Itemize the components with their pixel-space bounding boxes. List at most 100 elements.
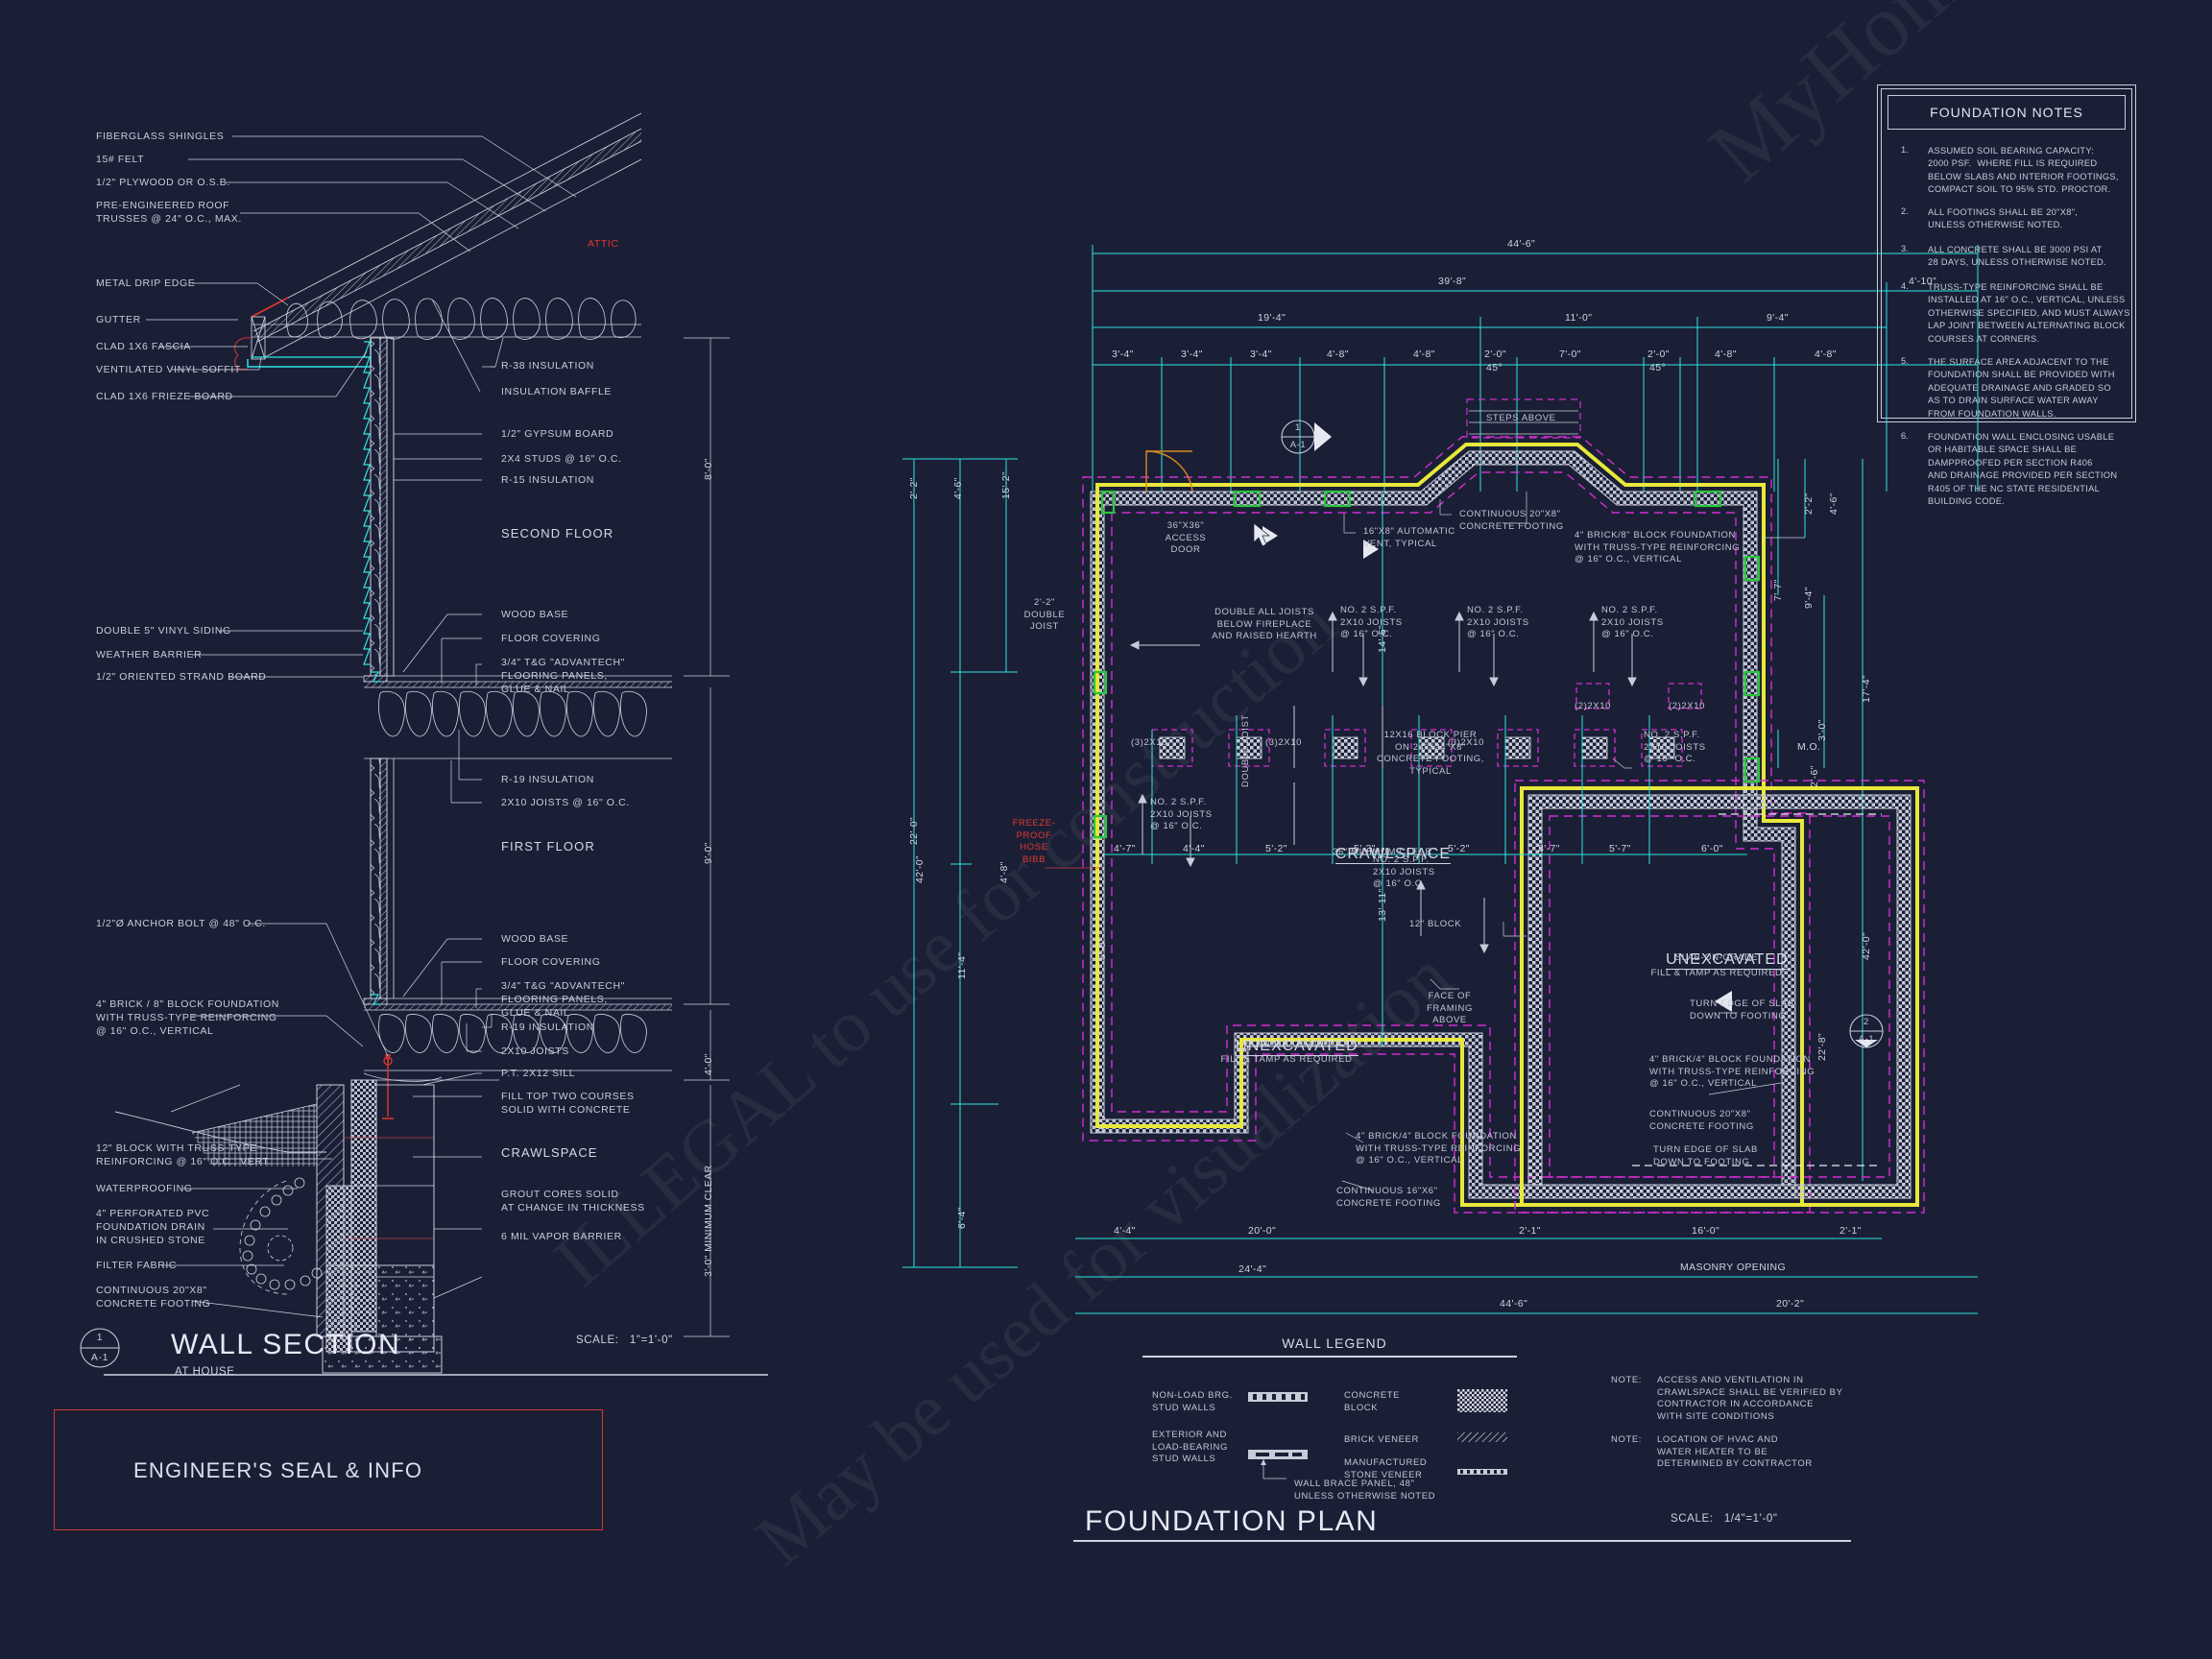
label-pt-sill: P.T. 2X12 SILL (501, 1068, 576, 1079)
dim-top-194: 19'-4" (1258, 312, 1286, 324)
dim-bot-244: 24'-4" (1238, 1263, 1267, 1275)
dim-top-410: 4'-10" (1909, 276, 1937, 287)
annot-brick-block-foundation: 4" BRICK/8" BLOCK FOUNDATION WITH TRUSS-… (1575, 530, 1741, 565)
label-vinyl-soffit: VENTILATED VINYL SOFFIT (96, 364, 241, 375)
engineers-seal-box[interactable]: ENGINEER'S SEAL & INFO (54, 1409, 603, 1530)
label-masonry-opening: MASONRY OPENING (1680, 1262, 1787, 1273)
annot-double-joists-fireplace: DOUBLE ALL JOISTS BELOW FIREPLACE AND RA… (1212, 607, 1317, 642)
dim-int-60-v: 6'-0" (1096, 938, 1108, 960)
dim-top-48-b: 4'-8" (1413, 349, 1435, 360)
room-crawlspace-sub: 36" MINIMUM CLEAR (1333, 847, 1432, 857)
label-brick-block-foundation: 4" BRICK / 8" BLOCK FOUNDATION WITH TRUS… (96, 998, 279, 1037)
dim-bot-202: 20'-2" (1776, 1298, 1805, 1310)
annot-3-2x10-c: (3)2X10 (1448, 737, 1484, 748)
dim-right-77: 7'-7" (1772, 579, 1784, 601)
note-num-5: 5. (1901, 356, 1909, 366)
annot-continuous-20x8-footing-r: CONTINUOUS 20"X8" CONCRETE FOOTING (1649, 1109, 1754, 1132)
foundation-plan-scale: SCALE: 1/4"=1'-0" (1671, 1513, 1778, 1525)
legend-swatch-load-bearing-stud (1248, 1450, 1308, 1479)
label-2x4-studs: 2X4 STUDS @ 16" O.C. (501, 453, 622, 465)
plan-section-mark-2-sheet: A-1 (1858, 1034, 1875, 1045)
annot-automatic-vent: 16"X8" AUTOMATIC VENT, TYPICAL (1363, 526, 1455, 549)
label-anchor-bolt: 1/2"Ø ANCHOR BOLT @ 48" O.C. (96, 918, 266, 929)
dim-left-22: 2'-2" (908, 477, 920, 499)
dim-bot-21-b: 2'-1" (1839, 1225, 1862, 1237)
label-r19-insulation-2: R-19 INSULATION (501, 774, 594, 785)
label-12-block-truss: 12" BLOCK WITH TRUSS-TYPE REINFORCING @ … (96, 1142, 272, 1167)
legend-swatch-non-load-stud (1248, 1392, 1308, 1402)
room-crawlspace-name: CRAWLSPACE (1334, 846, 1452, 865)
dim-left-152: 15'-2" (1000, 470, 1012, 499)
dim-top-34-a: 3'-4" (1112, 349, 1134, 360)
legend-swatch-brick-veneer (1457, 1432, 1507, 1442)
label-fill-top-courses: FILL TOP TWO COURSES SOLID WITH CONCRETE (501, 1091, 635, 1116)
label-continuous-footing: CONTINUOUS 20"X8" CONCRETE FOOTING (96, 1285, 211, 1310)
label-insulation-baffle: INSULATION BAFFLE (501, 386, 613, 397)
note-num-4: 4. (1901, 281, 1909, 291)
label-floor-covering-2: FLOOR COVERING (501, 633, 601, 644)
annot-hose-bibb: FREEZE- PROOF HOSE BIBB (1012, 818, 1056, 865)
dim-top-34-b: 3'-4" (1181, 349, 1203, 360)
note-text-5: THE SURFACE AREA ADJACENT TO THE FOUNDAT… (1928, 357, 2115, 419)
label-floor-covering-1: FLOOR COVERING (501, 956, 601, 968)
label-2x10-joists-16oc: 2X10 JOISTS @ 16" O.C. (501, 797, 630, 808)
dim-right-94: 9'-4" (1803, 587, 1815, 609)
dim-int-57: 5'-7" (1609, 843, 1631, 854)
dim-masonry-opening-mo: M.O. (1797, 741, 1821, 753)
plan-section-mark-1-num: 1 (1295, 422, 1301, 433)
room-label-crawlspace: CRAWLSPACE (1286, 824, 1479, 884)
label-second-floor: SECOND FLOOR (501, 526, 614, 541)
annot-brick-4block-foundation: 4" BRICK/4" BLOCK FOUNDATION WITH TRUSS-… (1649, 1054, 1815, 1090)
dim-top-48-d: 4'-8" (1815, 349, 1837, 360)
dim-top-20-b: 2'-0" (1647, 349, 1670, 360)
label-2x10-joists: 2X10 JOISTS (501, 1046, 569, 1057)
annot-turn-edge-slab-a: TURN EDGE OF SLAB DOWN TO FOOTING (1690, 998, 1794, 1022)
note-num-3: 3. (1901, 244, 1909, 253)
label-r38-insulation: R-38 INSULATION (501, 360, 594, 372)
dim-right-30: 3'-0" (1816, 719, 1828, 741)
annot-continuous-16x6-footing: CONTINUOUS 16"X6" CONCRETE FOOTING (1336, 1186, 1441, 1209)
dim-top-398: 39'-8" (1438, 276, 1467, 287)
dim-top-48-a: 4'-8" (1327, 349, 1349, 360)
dim-left-220: 22'-0" (908, 816, 920, 845)
label-vinyl-siding: DOUBLE 5" VINYL SIDING (96, 625, 231, 637)
label-grout-cores: GROUT CORES SOLID AT CHANGE IN THICKNESS (501, 1189, 645, 1214)
dim-angle-45-a: 45° (1486, 362, 1503, 373)
dim-int-44: 4'-4" (1183, 843, 1205, 854)
annot-joists-6: NO. 2 S.P.F. 2X10 JOISTS @ 16" O.C. (1644, 730, 1706, 765)
wall-legend-rule (1142, 1356, 1517, 1358)
dim-left-46: 4'-6" (952, 477, 964, 499)
wall-legend-title: WALL LEGEND (1282, 1335, 1387, 1351)
dim-right-46: 4'-6" (1828, 493, 1839, 515)
dim-top-20-a: 2'-0" (1484, 349, 1506, 360)
dim-bot-44: 4'-4" (1114, 1225, 1136, 1237)
annot-joists-5: NO. 2 S.P.F. 2X10 JOISTS @ 16" O.C. (1373, 854, 1435, 890)
note-text-6: FOUNDATION WALL ENCLOSING USABLE OR HABI… (1928, 432, 2118, 507)
dim-bot-446: 44'-6" (1500, 1298, 1528, 1310)
room-label-unexcavated-right: UNEXCAVATED (1611, 929, 1822, 990)
plan-section-mark-2-num: 2 (1863, 1017, 1869, 1027)
label-osb-sheathing: 1/2" ORIENTED STRAND BOARD (96, 671, 267, 683)
dim-bot-21-a: 2'-1" (1519, 1225, 1541, 1237)
dim-int-52-b: 5'-2" (1448, 843, 1470, 854)
dim-bot-200: 20'-0" (1248, 1225, 1277, 1237)
plan-note-1-prefix: NOTE: (1611, 1375, 1643, 1385)
label-pvc-foundation-drain: 4" PERFORATED PVC FOUNDATION DRAIN IN CR… (96, 1208, 210, 1246)
label-fiberglass-shingles: FIBERGLASS SHINGLES (96, 131, 225, 142)
note-text-2: ALL FOOTINGS SHALL BE 20"X8", UNLESS OTH… (1928, 207, 2079, 230)
dim-int-60: 6'-0" (1701, 843, 1723, 854)
dim-right-420: 42'-0" (1861, 931, 1872, 960)
label-first-floor: FIRST FLOOR (501, 839, 595, 854)
plan-note-1-text: ACCESS AND VENTILATION IN CRAWLSPACE SHA… (1657, 1375, 1843, 1422)
label-clad-fascia: CLAD 1X6 FASCIA (96, 341, 191, 352)
annot-3-2x10-a: (3)2X10 (1131, 737, 1167, 748)
dim-left-420: 42'-0" (914, 854, 926, 883)
annot-face-of-framing: FACE OF FRAMING ABOVE (1426, 991, 1473, 1026)
dim-top-110: 11'-0" (1565, 312, 1593, 324)
dim-top-70: 7'-0" (1559, 349, 1581, 360)
legend-swatch-concrete-block (1457, 1389, 1507, 1412)
label-r15-insulation: R-15 INSULATION (501, 474, 594, 486)
label-filter-fabric: FILTER FABRIC (96, 1260, 178, 1271)
